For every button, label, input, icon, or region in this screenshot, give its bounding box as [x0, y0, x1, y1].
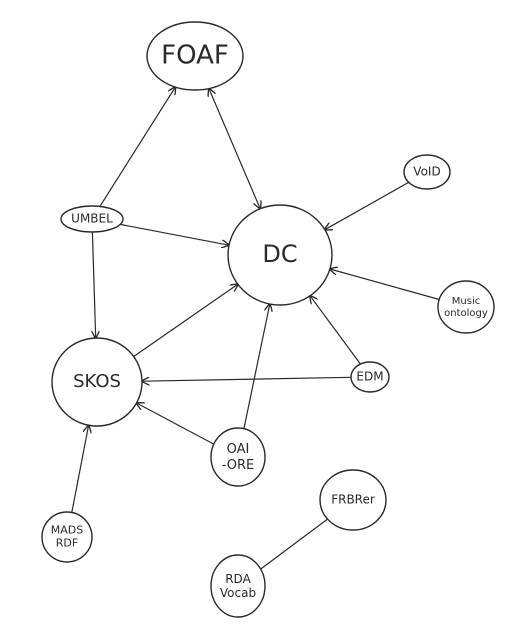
edge-rda-frbr: [260, 518, 328, 570]
edge-umbel-foaf: [99, 87, 175, 207]
node-dc: DC: [227, 204, 333, 306]
node-foaf: FOAF: [146, 21, 244, 91]
node-oaiore-label: OAI-ORE: [222, 442, 255, 473]
node-edm-label: EDM: [356, 370, 383, 384]
edge-oaiore-skos: [137, 403, 215, 445]
node-frbr-label: FRBRer: [331, 493, 375, 507]
node-frbr-circle: [319, 469, 387, 531]
node-frbr: FRBRer: [319, 469, 387, 531]
node-foaf-label: FOAF: [161, 41, 229, 71]
node-edm-circle: [350, 361, 390, 393]
node-void-label: VoID: [413, 165, 440, 179]
edge-foaf-dc: [209, 89, 260, 209]
node-skos-circle: [51, 337, 143, 427]
node-rda-circle: [210, 554, 266, 618]
edge-edm-dc: [310, 296, 361, 365]
node-foaf-circle: [146, 21, 244, 91]
edge-edm-skos: [142, 376, 352, 381]
node-oaiore: OAI-ORE: [210, 427, 266, 487]
edge-music-dc: [330, 269, 440, 301]
node-umbel-label: UMBEL: [71, 212, 113, 226]
node-dc-circle: [227, 204, 333, 306]
node-music-circle: [437, 280, 495, 334]
node-skos: SKOS: [51, 337, 143, 427]
edge-umbel-skos: [92, 231, 95, 338]
node-umbel: UMBEL: [60, 205, 124, 233]
edge-void-dc: [325, 181, 409, 229]
node-umbel-circle: [60, 205, 124, 233]
node-dc-label: DC: [262, 240, 297, 268]
edge-umbel-dc: [120, 223, 229, 245]
edge-skos-dc: [133, 284, 238, 357]
edge-mads-skos: [71, 425, 89, 513]
node-oaiore-circle: [210, 427, 266, 487]
node-mads-circle: [41, 511, 93, 563]
node-void: VoID: [403, 154, 451, 190]
node-skos-label: SKOS: [73, 371, 121, 392]
node-edm: EDM: [350, 361, 390, 393]
edges-layer: [71, 87, 440, 570]
node-void-circle: [403, 154, 451, 190]
edge-oaiore-dc: [243, 304, 270, 429]
